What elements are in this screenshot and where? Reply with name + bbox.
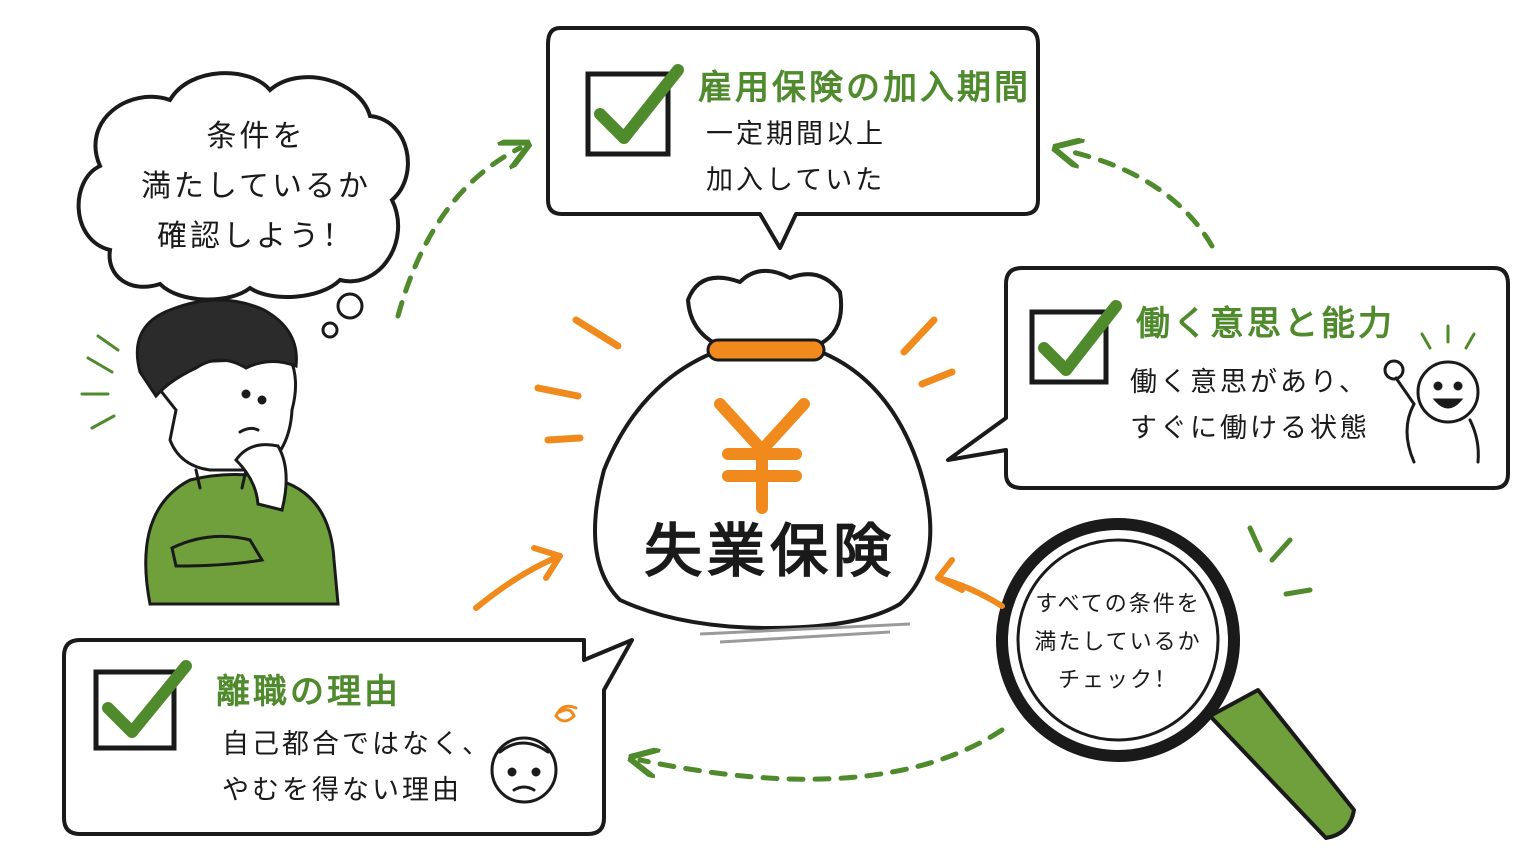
reason-card-box xyxy=(62,638,634,836)
thought-line-3: 確認しよう！ xyxy=(157,219,355,254)
check-icon xyxy=(93,660,192,751)
insurance-card-body: 一定期間以上 加入していた xyxy=(706,112,886,204)
ability-card-box xyxy=(946,266,1510,490)
orange-arrow-left xyxy=(473,545,563,611)
ability-card-line-1: 働く意思があり、 xyxy=(1130,367,1369,398)
thought-line-1: 条件を xyxy=(206,119,306,154)
reason-card-line-1: 自己都合ではなく、 xyxy=(222,729,492,760)
thinking-man-icon xyxy=(80,298,340,606)
thought-bubble-icon xyxy=(76,71,410,339)
magnifier-text: すべての条件を 満たしているか チェック！ xyxy=(1020,586,1216,700)
ability-card-body: 働く意思があり、 すぐに働ける状態 xyxy=(1130,360,1370,452)
check-icon xyxy=(585,64,684,157)
orange-arrow-right xyxy=(935,557,1005,609)
ability-card-line-2: すぐに働ける状態 xyxy=(1130,413,1370,444)
thought-text: 条件を 満たしているか 確認しよう！ xyxy=(126,112,386,262)
dashed-arrow-magnifier-to-reason xyxy=(640,727,1005,782)
check-icon xyxy=(1029,300,1122,385)
reason-card-title: 離職の理由 xyxy=(216,672,401,712)
reason-card-line-2: やむを得ない理由 xyxy=(222,775,462,806)
yen-icon xyxy=(714,398,810,514)
ability-card-title: 働く意思と能力 xyxy=(1136,304,1395,344)
center-label: 失業保険 xyxy=(644,517,897,585)
reason-card-body: 自己都合ではなく、 やむを得ない理由 xyxy=(222,722,492,814)
worried-face-icon xyxy=(490,704,578,804)
magnifier-line-1: すべての条件を xyxy=(1035,592,1201,617)
insurance-card-line-1: 一定期間以上 xyxy=(706,119,886,150)
magnifier-icon xyxy=(996,518,1356,840)
insurance-card-line-2: 加入していた xyxy=(706,165,886,196)
cheering-person-icon xyxy=(1383,324,1480,464)
magnifier-line-2: 満たしているか xyxy=(1034,630,1202,655)
sparkle-lines xyxy=(534,316,956,444)
dashed-arrow-ability-to-insurance xyxy=(1064,150,1215,249)
thought-line-2: 満たしているか xyxy=(140,169,372,204)
magnifier-line-3: チェック！ xyxy=(1057,668,1178,693)
insurance-card-title: 雇用保険の加入期間 xyxy=(698,68,1031,108)
dashed-arrow-thought-to-insurance xyxy=(395,148,520,319)
